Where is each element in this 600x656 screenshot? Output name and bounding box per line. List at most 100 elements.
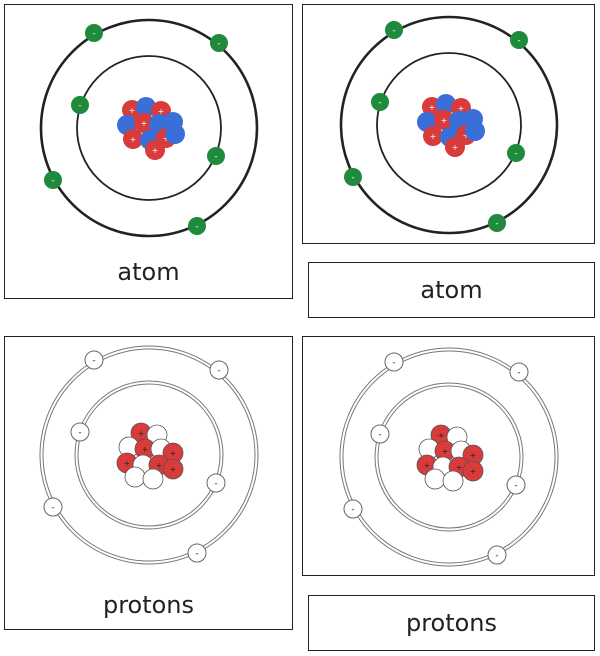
electron bbox=[344, 168, 362, 186]
proton bbox=[145, 140, 165, 160]
proton-symbol: + bbox=[470, 467, 477, 476]
atom-control-picture-card: + + + + + + - - - - - - bbox=[302, 4, 595, 244]
electron bbox=[206, 473, 226, 493]
outer-orbit-outer-line bbox=[339, 347, 559, 567]
protons-diagram-control: ++++++------ bbox=[339, 347, 559, 567]
electron-symbol: - bbox=[195, 222, 198, 232]
proton-symbol: + bbox=[124, 459, 131, 468]
proton-symbol: + bbox=[458, 104, 465, 113]
electron bbox=[188, 217, 206, 235]
neutron bbox=[136, 97, 156, 117]
electron-symbol: - bbox=[514, 149, 517, 159]
inner-orbit bbox=[376, 52, 522, 198]
electron bbox=[85, 24, 103, 42]
outer-orbit bbox=[39, 18, 259, 238]
electron-symbol: - bbox=[517, 36, 520, 46]
outer-orbit-inner-line bbox=[342, 350, 556, 564]
proton bbox=[434, 110, 454, 130]
atom-picture-label: atom bbox=[117, 258, 180, 286]
electron bbox=[43, 497, 63, 517]
atom-diagram: ++++++------ bbox=[39, 18, 259, 238]
proton-symbol: + bbox=[141, 119, 148, 128]
outer-orbit-inner-line bbox=[42, 348, 256, 562]
proton-symbol: + bbox=[463, 131, 470, 140]
electron-symbol: - bbox=[495, 219, 498, 229]
electron bbox=[210, 34, 228, 52]
inner-orbit-inner-line bbox=[77, 383, 221, 527]
neutron bbox=[442, 470, 464, 492]
protons-picture-label: protons bbox=[102, 591, 195, 619]
protons-label-card: protons bbox=[308, 595, 595, 651]
electron bbox=[71, 96, 89, 114]
proton-symbol: + bbox=[156, 461, 163, 470]
electron-symbol: - bbox=[217, 366, 220, 376]
electron-symbol: - bbox=[495, 551, 498, 561]
proton bbox=[123, 129, 143, 149]
electron-symbol: - bbox=[78, 428, 81, 438]
inner-orbit-outer-line bbox=[74, 380, 224, 530]
proton bbox=[162, 458, 184, 480]
electron bbox=[44, 171, 62, 189]
electron-symbol: - bbox=[378, 430, 381, 440]
proton-symbol: + bbox=[442, 447, 449, 456]
protons-label-text: protons bbox=[405, 609, 498, 637]
electron bbox=[371, 93, 389, 111]
proton-symbol: + bbox=[429, 103, 436, 112]
electron-symbol: - bbox=[378, 98, 381, 108]
proton-symbol: + bbox=[129, 106, 136, 115]
proton-symbol: + bbox=[452, 143, 459, 152]
electron bbox=[70, 422, 90, 442]
proton-symbol: + bbox=[424, 461, 431, 470]
electron bbox=[84, 350, 104, 370]
proton-symbol: + bbox=[456, 463, 463, 472]
proton bbox=[423, 126, 443, 146]
electron-symbol: - bbox=[392, 26, 395, 36]
electron-symbol: - bbox=[217, 39, 220, 49]
protons-picture-card: ++++++------ protons bbox=[4, 336, 293, 630]
proton bbox=[445, 137, 465, 157]
inner-orbit-outer-line bbox=[374, 382, 524, 532]
electron bbox=[509, 362, 529, 382]
inner-orbit bbox=[76, 55, 222, 201]
proton-symbol: + bbox=[142, 445, 149, 454]
protons-control-picture-card: ++++++------ bbox=[302, 336, 595, 576]
neutron bbox=[124, 466, 146, 488]
outer-orbit-outer-line bbox=[39, 345, 259, 565]
electron-symbol: - bbox=[351, 505, 354, 515]
electron-symbol: - bbox=[214, 152, 217, 162]
electron bbox=[487, 545, 507, 565]
electron bbox=[370, 424, 390, 444]
proton-symbol: + bbox=[152, 146, 159, 155]
proton-symbol: + bbox=[438, 431, 445, 440]
electron bbox=[343, 499, 363, 519]
electron bbox=[507, 144, 525, 162]
protons-diagram: ++++++------ bbox=[39, 345, 259, 565]
electron-symbol: - bbox=[514, 481, 517, 491]
proton-symbol: + bbox=[430, 132, 437, 141]
atom-label-card: atom bbox=[308, 262, 595, 318]
electron-symbol: - bbox=[351, 173, 354, 183]
neutron bbox=[436, 94, 456, 114]
proton-symbol: + bbox=[470, 451, 477, 460]
neutron bbox=[165, 124, 185, 144]
electron bbox=[488, 214, 506, 232]
electron bbox=[510, 31, 528, 49]
neutron bbox=[142, 468, 164, 490]
electron-symbol: - bbox=[92, 29, 95, 39]
proton-symbol: + bbox=[163, 134, 170, 143]
atom-picture-card: ++++++------ atom bbox=[4, 4, 293, 299]
proton-symbol: + bbox=[170, 465, 177, 474]
electron-symbol: - bbox=[78, 101, 81, 111]
proton bbox=[134, 113, 154, 133]
proton-symbol: + bbox=[441, 116, 448, 125]
electron-symbol: - bbox=[51, 503, 54, 513]
electron bbox=[207, 147, 225, 165]
neutron bbox=[424, 468, 446, 490]
atom-diagram-control: + + + + + + - - - - - - bbox=[339, 15, 559, 235]
electron bbox=[187, 543, 207, 563]
electron-symbol: - bbox=[214, 479, 217, 489]
electron bbox=[506, 475, 526, 495]
electron-symbol: - bbox=[195, 549, 198, 559]
electron-symbol: - bbox=[517, 368, 520, 378]
atom-label-text: atom bbox=[420, 276, 483, 304]
